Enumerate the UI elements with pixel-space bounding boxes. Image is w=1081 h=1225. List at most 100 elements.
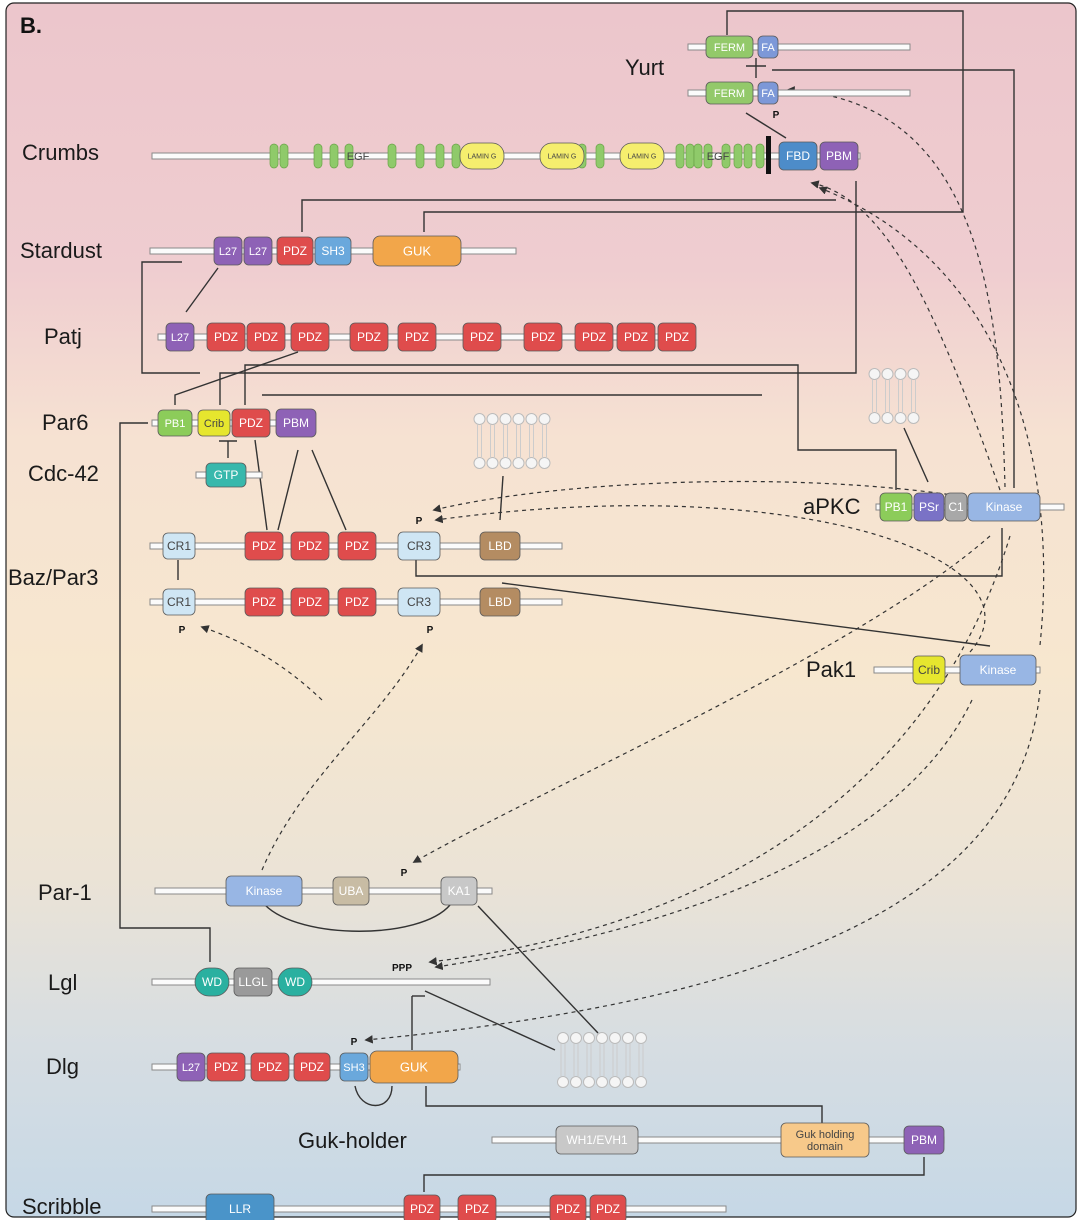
crumbs-domain-label: EGF — [347, 151, 370, 163]
patj-domain-label: PDZ — [665, 330, 689, 344]
line-par6-lgl — [119, 422, 211, 962]
baz-domain-label: CR3 — [407, 539, 431, 553]
lgl-domain-llgl: LLGL — [233, 967, 273, 997]
scribble-domain-pdz: PDZ — [589, 1194, 627, 1224]
line-yurt-apkc — [772, 69, 1015, 488]
par6-name-label: Par6 — [42, 410, 88, 435]
pak1-name-label: Pak1 — [806, 657, 856, 682]
crumbs-egf-repeat — [743, 143, 753, 169]
patj-domain-label: L27 — [171, 332, 189, 344]
crumbs-domain-fbd: FBD — [778, 141, 818, 171]
yurt-domain-label: FA — [761, 42, 775, 54]
line-yurt-crumbs-loop — [423, 10, 964, 232]
line-par1-kinase-ka1 — [264, 904, 451, 932]
crumbs-egf-repeat — [344, 143, 354, 169]
crumbs-transmembrane-bar — [766, 136, 771, 174]
lgl-domain-label: LLGL — [238, 975, 268, 989]
patj-domain-pdz: PDZ — [616, 322, 656, 352]
scribble-domain-label: LLR — [229, 1202, 251, 1216]
crumbs-domain-egf: EGF — [707, 151, 730, 163]
dlg-domain-label: SH3 — [343, 1062, 364, 1074]
lgl-phospho-mark: PPP — [392, 963, 412, 974]
crumbs-egf-repeat — [313, 143, 323, 169]
patj-domain-label: PDZ — [624, 330, 648, 344]
line-par1-membrane — [477, 905, 599, 1034]
crumbs-egf-repeat — [693, 143, 703, 169]
patj-name-label: Patj — [44, 324, 82, 349]
gukholder-domain-wh1-evh1: WH1/EVH1 — [555, 1125, 639, 1155]
baz-domain-pdz: PDZ — [244, 531, 284, 561]
par1-domain-ka1: KA1 — [440, 876, 478, 906]
dlg-domain-label: PDZ — [300, 1060, 324, 1074]
patj-domain-pdz: PDZ — [290, 322, 330, 352]
yurt-domain-fa: FA — [757, 81, 779, 105]
line-stardust-l27-patj-l27 — [185, 267, 219, 313]
arrow-pak1-dlg — [364, 689, 1041, 1044]
interaction-lines — [119, 10, 1015, 1192]
apkc-domain-label: PSr — [919, 500, 939, 514]
arrow-apkc-crumbs — [810, 180, 1001, 491]
yurt-domain-ferm: FERM — [705, 35, 754, 59]
membrane-icon-apkc — [868, 368, 920, 424]
patj-domain-label: PDZ — [298, 330, 322, 344]
par6-domain-pb1: PB1 — [157, 409, 193, 437]
yurt-domain-ferm: FERM — [705, 81, 754, 105]
pak1-domain-label: Crib — [918, 663, 940, 677]
patj-domain-pdz: PDZ — [349, 322, 389, 352]
gukholder-domain-label: PBM — [911, 1133, 937, 1147]
pak1-domain-crib: Crib — [912, 655, 946, 685]
par1-name-label: Par-1 — [38, 880, 92, 905]
lgl-domain-wd: WD — [194, 967, 230, 997]
arrow-par1-baz-cr3 — [261, 643, 423, 871]
baz-domain-label: CR1 — [167, 595, 191, 609]
gukholder-domain-label: domain — [807, 1141, 843, 1153]
baz-cr3-phospho-mark-top: P — [416, 516, 423, 527]
baz-domain-label: PDZ — [298, 539, 322, 553]
yurt-domain-label: FA — [761, 88, 775, 100]
baz-domain-label: PDZ — [345, 539, 369, 553]
patj-domain-pdz: PDZ — [462, 322, 502, 352]
scribble-domain-label: PDZ — [596, 1202, 620, 1216]
yurt-backbone — [687, 89, 911, 97]
arrow-apkc-baz — [432, 480, 973, 513]
par6-domain-label: PDZ — [239, 416, 263, 430]
patj-domain-label: PDZ — [470, 330, 494, 344]
line-yurt-fbd — [745, 112, 787, 139]
par1-domain-uba: UBA — [332, 876, 370, 906]
panel-label: B. — [20, 13, 42, 38]
baz-domain-label: PDZ — [345, 595, 369, 609]
par1-domain-kinase: Kinase — [225, 875, 303, 907]
patj-domain-label: PDZ — [214, 330, 238, 344]
baz-name-label: Baz/Par3 — [8, 565, 99, 590]
arrow-pak1-baz — [434, 505, 986, 653]
yurt-domain-fa: FA — [757, 35, 779, 59]
line-par6-pbm-baz-pdz3 — [311, 449, 347, 531]
cdc42-domain-label: GTP — [214, 468, 239, 482]
baz-domain-cr3: CR3 — [397, 587, 441, 617]
crumbs-egf-repeat — [675, 143, 685, 169]
pak1-backbone — [873, 666, 1041, 674]
line-dlg-gukholder — [425, 1086, 823, 1125]
crumbs-egf-repeat — [269, 143, 279, 169]
crumbs-domain-lamin-g: LAMIN G — [539, 142, 585, 170]
par1-domain-label: KA1 — [448, 884, 471, 898]
crumbs-egf-repeat — [435, 143, 445, 169]
apkc-domain-label: Kinase — [986, 500, 1023, 514]
crumbs-egf-repeat — [685, 143, 695, 169]
baz-domain-lbd: LBD — [479, 587, 521, 617]
line-baz-pak1 — [501, 582, 991, 647]
dlg-domain-label: GUK — [400, 1060, 429, 1075]
crumbs-domain-lamin-g: LAMIN G — [459, 142, 505, 170]
par6-domain-pbm: PBM — [275, 408, 317, 438]
line-crumbs-pbm-stardust-pdz — [301, 199, 836, 232]
crumbs-domain-label: LAMIN G — [468, 153, 497, 160]
dlg-domain-pdz: PDZ — [250, 1052, 290, 1082]
patj-domain-label: PDZ — [254, 330, 278, 344]
stardust-domain-pdz: PDZ — [276, 236, 314, 266]
membrane-icon-dlg — [557, 1032, 647, 1088]
patj-domain-l27: L27 — [165, 322, 195, 352]
arrow-apkc-yurt — [786, 86, 1006, 488]
